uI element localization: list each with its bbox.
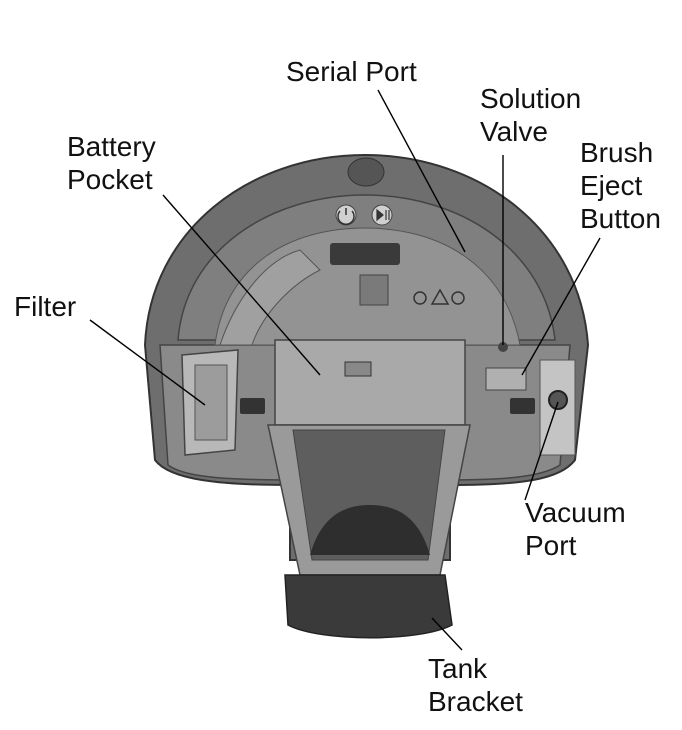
- battery-pocket: [274, 339, 466, 426]
- filter-label: Filter: [14, 291, 77, 322]
- leader-lines: [89, 89, 601, 651]
- tank-bracket: [310, 505, 430, 555]
- brush-eject-button: [485, 367, 527, 391]
- brush-eject-button-label: Brush Eject Button: [580, 137, 661, 234]
- solution-valve-label: Solution Valve: [480, 83, 582, 147]
- serial-port: [330, 243, 400, 265]
- solution-valve: [498, 342, 508, 352]
- tank-bracket-label: Tank Bracket: [428, 653, 523, 717]
- vacuum-port: [548, 390, 568, 410]
- top-sensor: [347, 157, 385, 187]
- serial-port-label: Serial Port: [286, 56, 417, 87]
- tank-bracket-base: [284, 574, 453, 639]
- vacuum-port-label: Vacuum Port: [525, 497, 626, 561]
- warning-icon: [413, 288, 465, 305]
- hose-channel: [219, 249, 321, 346]
- battery-pocket-label: Battery Pocket: [67, 131, 156, 195]
